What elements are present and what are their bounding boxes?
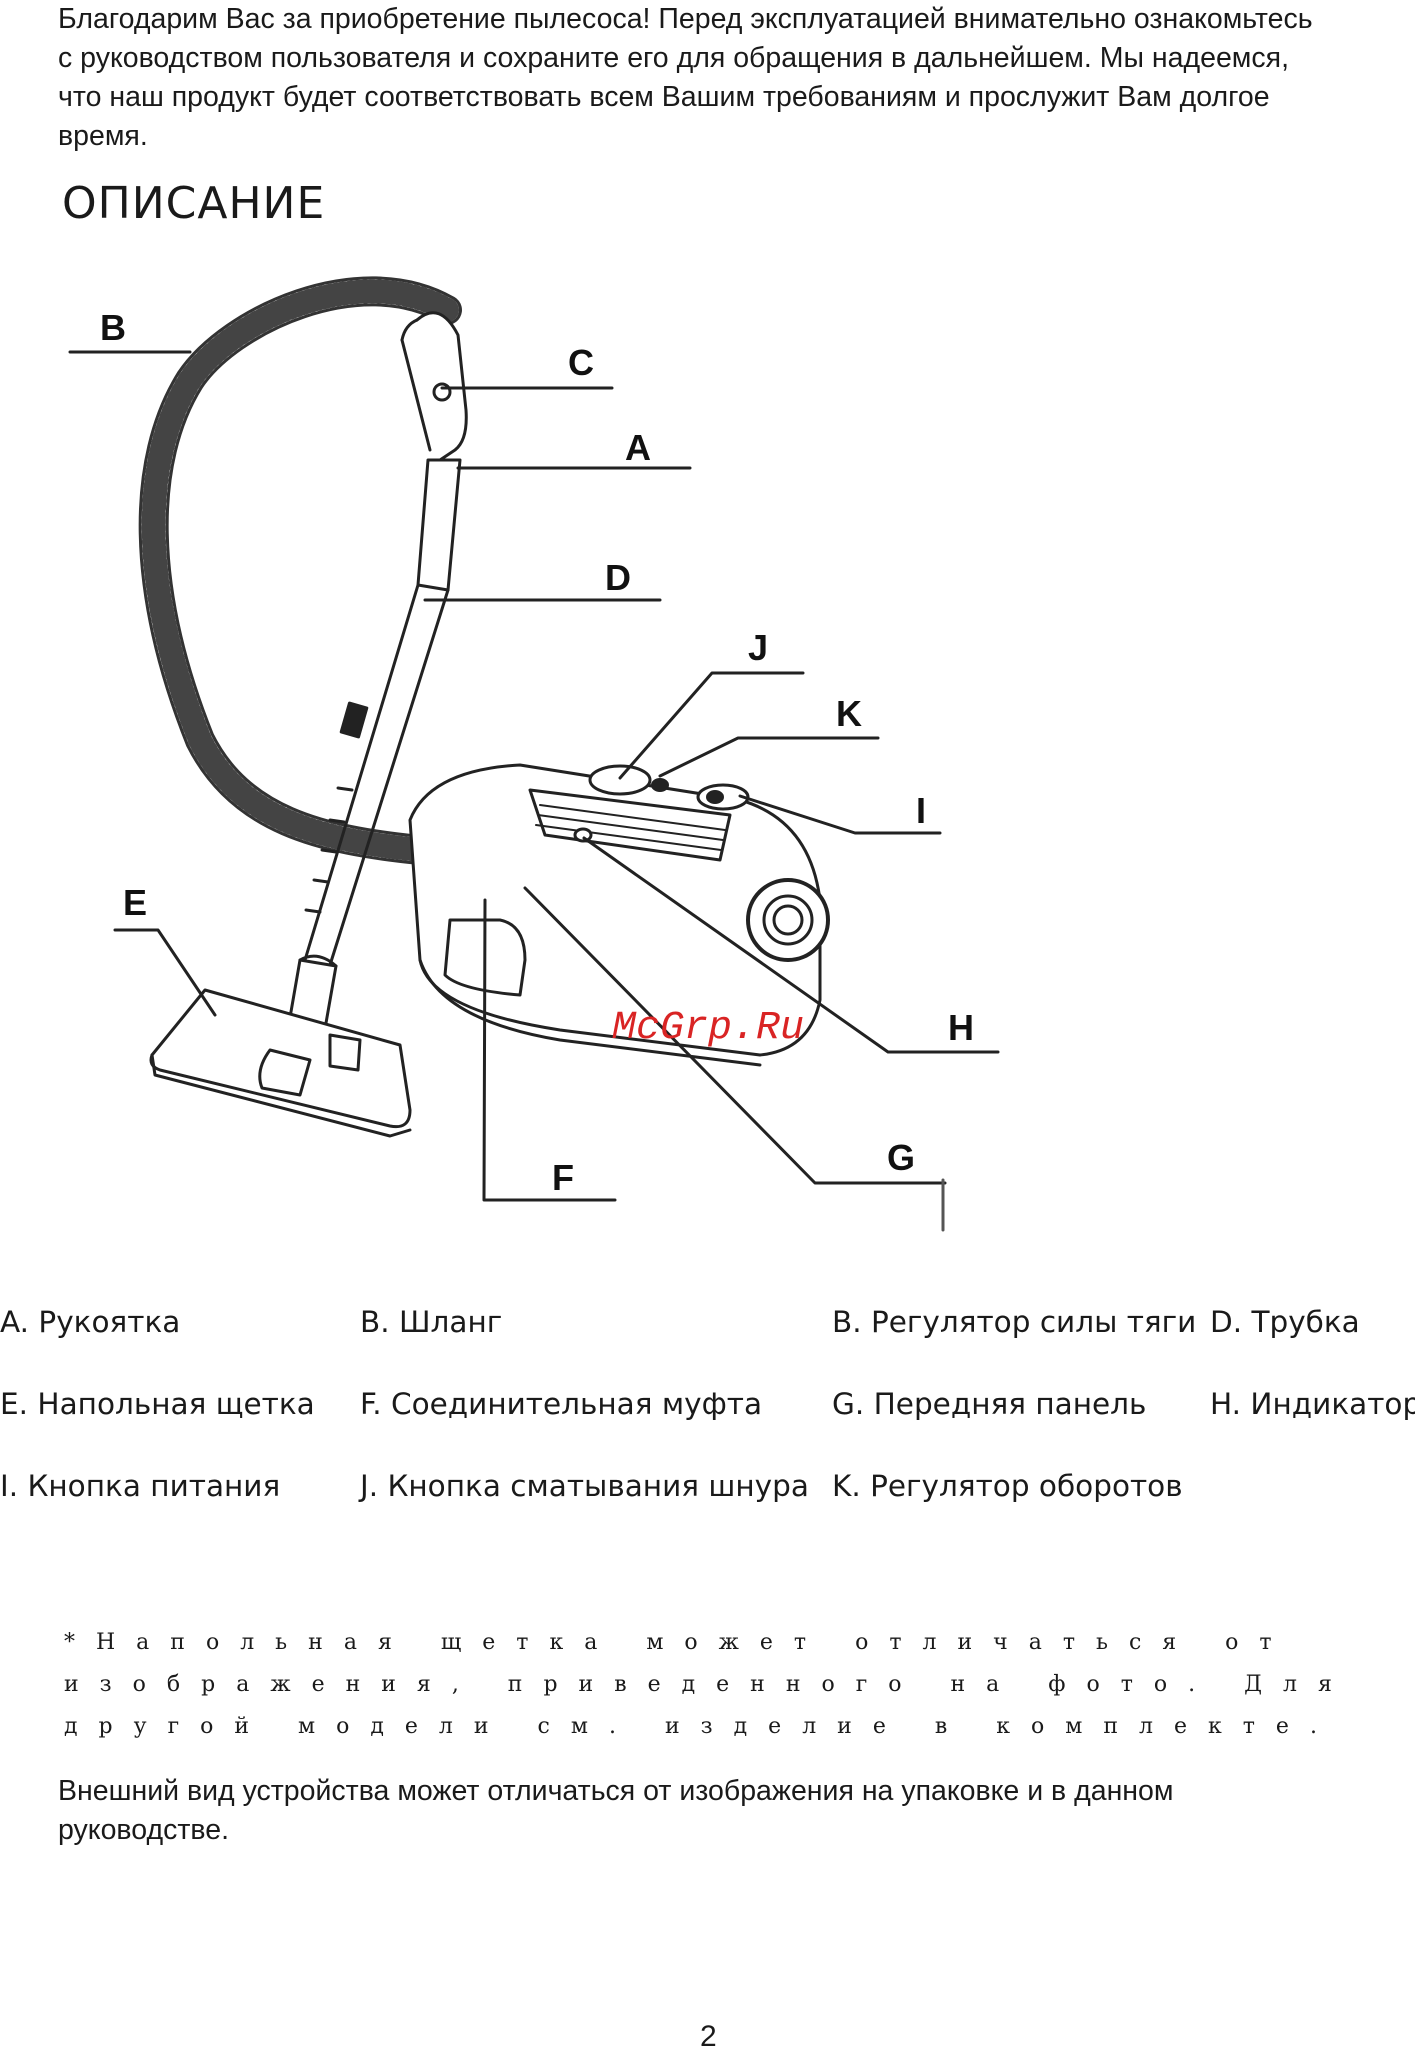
callout-B: B — [100, 307, 126, 348]
callout-C: C — [568, 342, 594, 383]
part-j: J. Кнопка сматывания шнура — [360, 1469, 809, 1503]
part-g: G. Передняя панель — [832, 1387, 1147, 1421]
callout-G: G — [887, 1137, 915, 1178]
appearance-disclaimer: Внешний вид устройства может отличаться … — [58, 1775, 1174, 1846]
callout-A: A — [625, 427, 651, 468]
brush-note: *Напольная щетка может отличаться от изо… — [64, 1630, 1353, 1739]
part-b: B. Шланг — [360, 1305, 503, 1339]
callout-K: K — [836, 693, 862, 734]
floor-brush — [149, 988, 412, 1138]
callout-D: D — [605, 557, 631, 598]
leader-lines — [68, 350, 1000, 1232]
callout-H: H — [948, 1007, 974, 1048]
callout-I: I — [916, 790, 926, 831]
part-f: F. Соединительная муфта — [360, 1387, 763, 1421]
part-k: K. Регулятор оборотов — [832, 1469, 1183, 1503]
part-a: A. Рукоятка — [0, 1305, 181, 1339]
callout-E: E — [123, 882, 147, 923]
intro-paragraph: Благодарим Вас за приобретение пылесоса!… — [58, 3, 1313, 152]
section-title: ОПИСАНИЕ — [62, 178, 326, 229]
part-e: E. Напольная щетка — [0, 1387, 315, 1421]
canister-body — [408, 763, 830, 1067]
watermark: McGrp.Ru — [612, 1006, 804, 1051]
part-i: I. Кнопка питания — [0, 1469, 281, 1503]
page-number: 2 — [700, 2020, 717, 2053]
vacuum-cleaner-diagram: B C A D J K I H G F E McGrp.Ru — [68, 276, 1000, 1232]
part-d: D. Трубка — [1210, 1305, 1360, 1339]
part-h: H. Индикатор — [1210, 1387, 1415, 1421]
parts-list: A. Рукоятка B. Шланг B. Регулятор силы т… — [0, 1305, 1415, 1565]
callout-F: F — [552, 1157, 574, 1198]
callout-J: J — [748, 627, 768, 668]
part-c: B. Регулятор силы тяги — [832, 1305, 1197, 1339]
